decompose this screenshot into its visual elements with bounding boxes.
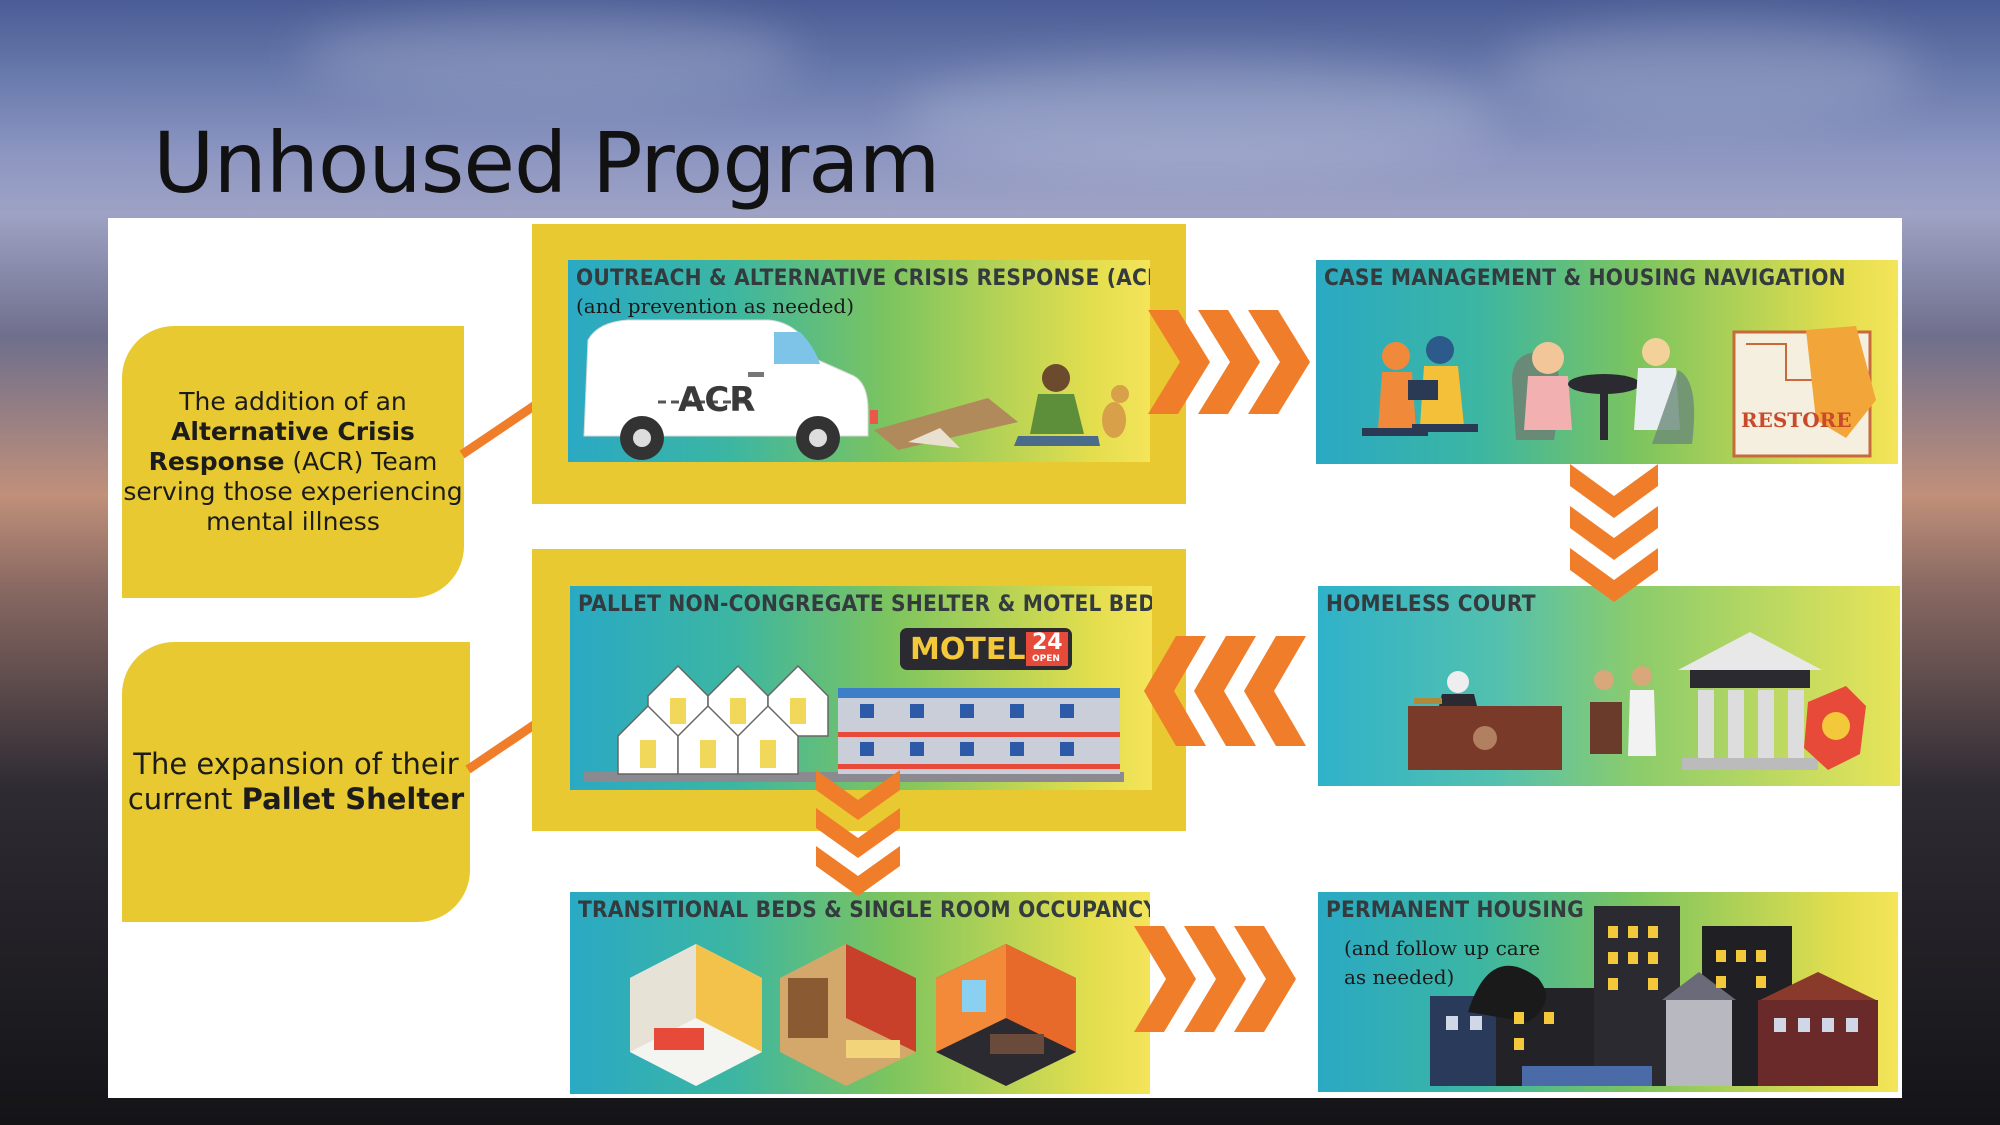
box-court: HOMELESS COURT (1318, 586, 1900, 786)
callout-pallet-bold: Pallet Shelter (241, 782, 465, 816)
arrow-pallet-to-transitional (816, 770, 900, 896)
arrow-outreach-to-case (1148, 310, 1310, 414)
box-permanent: PERMANENT HOUSING (and follow up care as… (1318, 892, 1898, 1092)
box-pallet: PALLET NON-CONGREGATE SHELTER & MOTEL BE… (570, 586, 1152, 790)
arrow-court-to-pallet (1144, 636, 1306, 746)
diagram-panel: The addition of an Alternative Crisis Re… (108, 218, 1902, 1098)
callout-pallet-pre: The expansion of their current (127, 747, 459, 816)
callout-pallet: The expansion of their current Pallet Sh… (122, 642, 470, 922)
cloud (900, 60, 1500, 170)
box-permanent-subtitle: (and follow up care as needed) (1344, 936, 1541, 989)
motel-sign-label: MOTEL (910, 632, 1026, 667)
callout-acr-pre: The addition of an (179, 387, 407, 416)
box-case: CASE MANAGEMENT & HOUSING NAVIGATION RES… (1316, 260, 1898, 464)
case-management-illustration (1362, 326, 1876, 458)
acr-van-label: ACR (678, 380, 756, 420)
motel-sign-open: OPEN (1032, 654, 1060, 664)
box-outreach-title: OUTREACH & ALTERNATIVE CRISIS RESPONSE (… (576, 266, 1150, 291)
cloud (1500, 20, 1920, 120)
motel-sign-number: 24 (1032, 630, 1063, 655)
box-case-title: CASE MANAGEMENT & HOUSING NAVIGATION (1324, 266, 1846, 291)
callout-acr-bold: Alternative Crisis Response (148, 417, 415, 476)
box-transitional-title: TRANSITIONAL BEDS & SINGLE ROOM OCCUPANC… (578, 898, 1150, 923)
box-transitional: TRANSITIONAL BEDS & SINGLE ROOM OCCUPANC… (570, 892, 1150, 1094)
callout-acr: The addition of an Alternative Crisis Re… (122, 326, 464, 598)
arrow-case-to-court (1570, 464, 1658, 602)
box-pallet-title: PALLET NON-CONGREGATE SHELTER & MOTEL BE… (578, 592, 1152, 617)
box-court-title: HOMELESS COURT (1326, 592, 1536, 617)
box-permanent-title: PERMANENT HOUSING (1326, 898, 1584, 923)
slide-title: Unhoused Program (153, 114, 940, 212)
callout-acr-post: (ACR) Team serving those experiencing me… (123, 447, 463, 536)
box-outreach-subtitle: (and prevention as needed) (576, 294, 855, 318)
acr-van-illustration (583, 319, 1129, 460)
cloud (300, 10, 800, 100)
arrow-transitional-to-permanent (1134, 926, 1296, 1032)
box-outreach: OUTREACH & ALTERNATIVE CRISIS RESPONSE (… (568, 260, 1150, 462)
pallet-motel-illustration (584, 628, 1124, 782)
restore-label: RESTORE (1741, 408, 1852, 432)
transitional-beds-illustration (630, 944, 1076, 1086)
permanent-housing-illustration (1430, 906, 1878, 1086)
connector-acr (459, 401, 538, 459)
homeless-court-illustration (1408, 632, 1866, 770)
